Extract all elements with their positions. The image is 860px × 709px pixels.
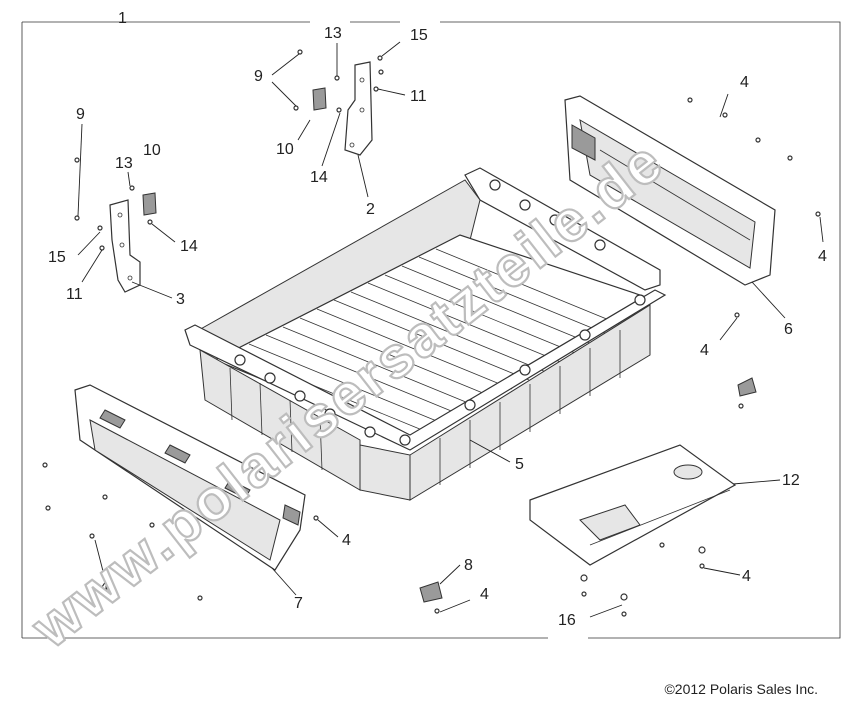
fasteners	[42, 49, 821, 617]
callout-7: 7	[294, 595, 303, 612]
callout-4-right: 4	[818, 248, 827, 265]
callout-9: 9	[254, 68, 263, 85]
callout-4-plate: 4	[742, 568, 751, 585]
bracket-right	[737, 377, 757, 397]
rear-panel	[564, 95, 776, 286]
callout-4-front: 4	[342, 532, 351, 549]
callout-4-bottom: 4	[480, 586, 489, 603]
callout-13: 13	[324, 25, 342, 42]
diagram-frame	[22, 21, 841, 639]
bracket-3	[109, 199, 141, 293]
bracket-8	[419, 581, 443, 603]
callout-3: 3	[176, 291, 185, 308]
front-panel	[74, 384, 306, 571]
latch-10a	[312, 87, 327, 111]
callout-16: 16	[558, 612, 576, 629]
callout-5: 5	[515, 456, 524, 473]
callout-9b: 9	[76, 106, 85, 123]
callout-10b: 10	[143, 142, 161, 159]
callout-11: 11	[410, 88, 427, 105]
leader-lines	[77, 41, 824, 618]
callout-4-top: 4	[740, 74, 749, 91]
cargo-box	[184, 167, 667, 501]
callout-13b: 13	[115, 155, 133, 172]
callout-15b: 15	[48, 249, 66, 266]
copyright-text: ©2012 Polaris Sales Inc.	[664, 681, 818, 697]
callout-10: 10	[276, 141, 294, 158]
callout-labels: 1 13 15 9 11 10 14 2 9 10 13 14 15 11 3 …	[48, 10, 827, 629]
callout-6: 6	[784, 321, 793, 338]
callout-11b: 11	[66, 286, 83, 303]
bracket-2	[344, 61, 373, 156]
callout-4-mid: 4	[700, 342, 709, 359]
callout-14b: 14	[180, 238, 198, 255]
callout-4-left: 4	[100, 579, 109, 596]
callout-8: 8	[464, 557, 473, 574]
cover-plate	[529, 444, 737, 566]
latch-10b	[142, 192, 157, 216]
callout-12: 12	[782, 472, 800, 489]
callout-14: 14	[310, 169, 328, 186]
callout-2: 2	[366, 201, 375, 218]
callout-15: 15	[410, 27, 428, 44]
callout-1: 1	[118, 10, 127, 27]
